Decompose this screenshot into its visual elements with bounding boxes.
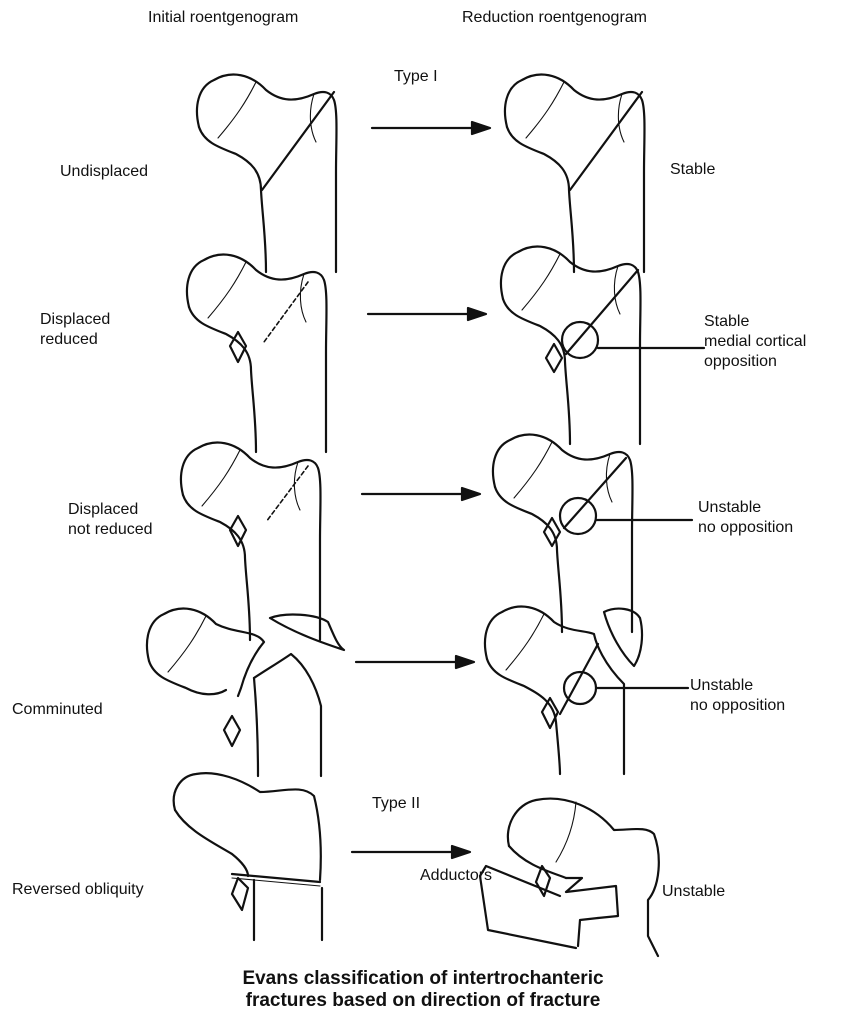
row-4-arrow (356, 656, 474, 668)
row-5-initial-femur (174, 773, 322, 940)
row-4-initial-femur (147, 609, 344, 776)
row-1-initial-femur (197, 75, 337, 272)
row-5-arrow (352, 846, 470, 858)
row-3-reduced-femur (493, 435, 692, 632)
row-2-reduced-femur (501, 247, 704, 444)
row-2-initial-femur (187, 255, 327, 452)
row-3-initial-femur (181, 443, 321, 640)
row-1-arrow (372, 122, 490, 134)
row-2-arrow (368, 308, 486, 320)
row-1-reduced-femur (505, 75, 645, 272)
row-4-reduced-femur (485, 607, 688, 774)
row-3-arrow (362, 488, 480, 500)
row-5-reduced-femur (480, 799, 659, 956)
